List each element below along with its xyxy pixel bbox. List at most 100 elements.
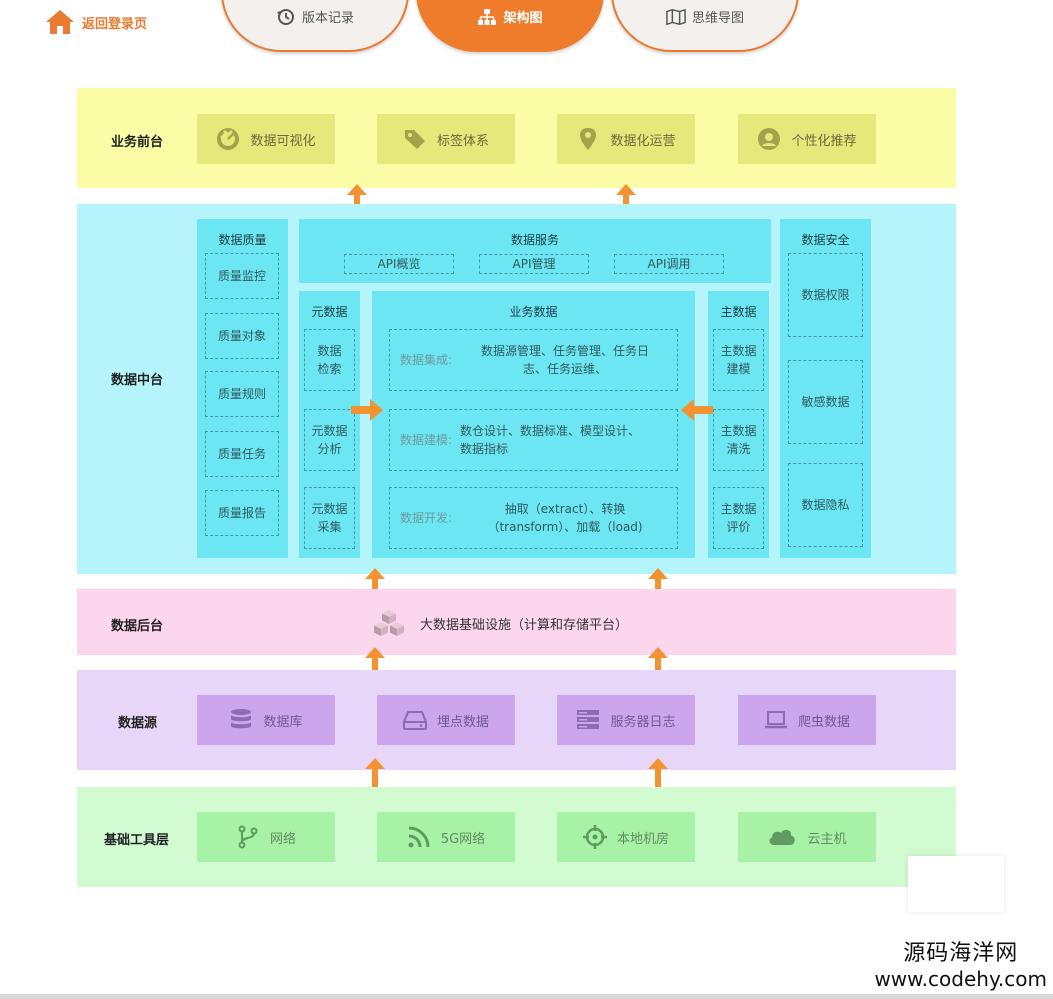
infra-item-5g[interactable]: 5G网络 [377, 812, 515, 862]
source-item-crawler[interactable]: 爬虫数据 [738, 695, 876, 745]
source-item-tracking[interactable]: 埋点数据 [377, 695, 515, 745]
quality-item[interactable]: 质量报告 [205, 490, 279, 536]
front-item-operations-label: 数据化运营 [610, 133, 676, 149]
server-icon [577, 710, 600, 729]
source-item-database-label: 数据库 [263, 714, 303, 730]
business-item-line1: 抽取（extract）、转换 [504, 502, 626, 516]
master-item[interactable]: 主数据 评价 [713, 487, 764, 549]
quality-item[interactable]: 质量任务 [205, 431, 279, 477]
layer-infrastructure-label: 基础工具层 [104, 833, 170, 848]
front-item-tags-label: 标签体系 [436, 133, 489, 149]
front-item-recommendation-label: 个性化推荐 [791, 133, 857, 149]
infra-item-cloud-host[interactable]: 云主机 [738, 812, 876, 862]
arrow-right-icon [351, 399, 383, 421]
tab-mind-map-label: 思维导图 [691, 11, 744, 26]
crosshair-icon [582, 825, 607, 849]
tab-architecture-label: 架构图 [503, 11, 543, 26]
layer-data-source-label: 数据源 [118, 716, 158, 731]
metadata-item-line2: 采集 [317, 520, 342, 534]
front-item-tags[interactable]: 标签体系 [377, 114, 515, 164]
metadata-item[interactable]: 元数据 采集 [304, 487, 355, 549]
metadata-item-line2: 检索 [317, 362, 342, 376]
cubes-icon [374, 610, 404, 636]
master-item-line1: 主数据 [720, 424, 757, 438]
infrastructure-platform-label: 大数据基础设施（计算和存储平台） [420, 617, 629, 633]
tag-icon [404, 130, 425, 149]
front-item-visualization[interactable]: 数据可视化 [197, 114, 335, 164]
metadata-item[interactable]: 元数据 分析 [304, 409, 355, 471]
panel-data-quality-title: 数据质量 [218, 233, 267, 247]
hard-drive-icon [402, 711, 427, 730]
business-item-label: 数据集成: [400, 353, 453, 367]
infra-item-network-label: 网络 [269, 831, 296, 847]
map-icon [666, 8, 686, 26]
source-item-server-log-label: 服务器日志 [610, 714, 676, 730]
laptop-icon [764, 711, 787, 729]
panel-master-data-title: 主数据 [720, 305, 757, 319]
panel-business-data-title: 业务数据 [509, 305, 558, 319]
quality-item[interactable]: 质量监控 [205, 253, 279, 299]
business-item-line1: 数据源管理、任务管理、任务日 [481, 344, 650, 358]
layer-data-back [77, 589, 956, 655]
metadata-item-line1: 元数据 [311, 502, 348, 516]
front-item-operations[interactable]: 数据化运营 [557, 114, 695, 164]
tab-architecture[interactable]: 架构图 [416, 0, 604, 52]
tab-mind-map[interactable]: 思维导图 [611, 0, 799, 52]
security-item[interactable]: 数据权限 [788, 253, 863, 337]
arrow-bidirectional-icon [648, 758, 668, 804]
metadata-item-line2: 分析 [317, 442, 342, 456]
layer-business-front-label: 业务前台 [111, 135, 164, 150]
metadata-item-line1: 数据 [317, 344, 342, 358]
arrow-up-icon [616, 184, 636, 214]
security-item[interactable]: 敏感数据 [788, 360, 863, 444]
bottom-scrollbar[interactable] [0, 994, 1053, 999]
business-item[interactable]: 数据建模: 数仓设计、数据标准、模型设计、 数据指标 [389, 409, 678, 471]
source-item-server-log[interactable]: 服务器日志 [557, 695, 695, 745]
business-item-label: 数据开发: [400, 511, 453, 525]
rss-icon [408, 826, 430, 848]
arrow-up-icon [347, 184, 367, 214]
master-item-line2: 建模 [726, 362, 751, 376]
master-item[interactable]: 主数据 清洗 [713, 409, 764, 471]
arrow-up-icon [365, 647, 385, 677]
front-item-recommendation[interactable]: 个性化推荐 [738, 114, 876, 164]
master-item-line2: 评价 [726, 520, 751, 534]
business-item-line2: （transform）、加载（load) [487, 520, 643, 534]
service-item[interactable]: API管理 [479, 254, 589, 274]
master-item[interactable]: 主数据 建模 [713, 329, 764, 391]
branch-icon [238, 825, 258, 849]
arrow-up-icon [648, 647, 668, 677]
panel-metadata: 元数据 数据 检索 元数据 分析 元数据 采集 [299, 291, 360, 558]
business-item-label: 数据建模: [400, 433, 453, 447]
infrastructure-platform: 大数据基础设施（计算和存储平台） [372, 609, 628, 637]
layer-data-middle-label: 数据中台 [111, 373, 164, 388]
history-icon [276, 9, 294, 25]
security-item[interactable]: 数据隐私 [788, 463, 863, 547]
source-item-database[interactable]: 数据库 [197, 695, 335, 745]
cloud-icon [770, 829, 796, 845]
watermark: 源码海洋网 www.codehy.com [874, 935, 1047, 991]
database-icon [231, 709, 252, 729]
service-item[interactable]: API概览 [344, 254, 454, 274]
watermark-line2: www.codehy.com [874, 967, 1047, 991]
arrow-bidirectional-icon [365, 758, 385, 804]
metadata-item[interactable]: 数据 检索 [304, 329, 355, 391]
back-to-login-link[interactable]: 返回登录页 [44, 8, 147, 36]
business-item[interactable]: 数据集成: 数据源管理、任务管理、任务日 志、任务运维、 [389, 329, 678, 391]
quality-item[interactable]: 质量对象 [205, 313, 279, 359]
dashboard-icon [217, 128, 240, 150]
quality-item[interactable]: 质量规则 [205, 371, 279, 417]
infra-item-network[interactable]: 网络 [197, 812, 335, 862]
infra-item-5g-label: 5G网络 [440, 831, 486, 847]
panel-business-data: 业务数据 数据集成: 数据源管理、任务管理、任务日 志、任务运维、 数据建模: … [372, 291, 695, 558]
infra-item-local-idc[interactable]: 本地机房 [557, 812, 695, 862]
infra-item-cloud-host-label: 云主机 [807, 831, 847, 847]
user-circle-icon [758, 128, 781, 150]
arrow-left-icon [681, 399, 713, 421]
business-item-line2: 数据指标 [460, 442, 509, 456]
source-item-tracking-label: 埋点数据 [436, 714, 489, 730]
business-item[interactable]: 数据开发: 抽取（extract）、转换 （transform）、加载（load… [389, 487, 678, 549]
service-item[interactable]: API调用 [614, 254, 724, 274]
tab-version-history[interactable]: 版本记录 [221, 0, 409, 52]
business-item-value: 抽取（extract）、转换 （transform）、加载（load) [460, 500, 670, 536]
